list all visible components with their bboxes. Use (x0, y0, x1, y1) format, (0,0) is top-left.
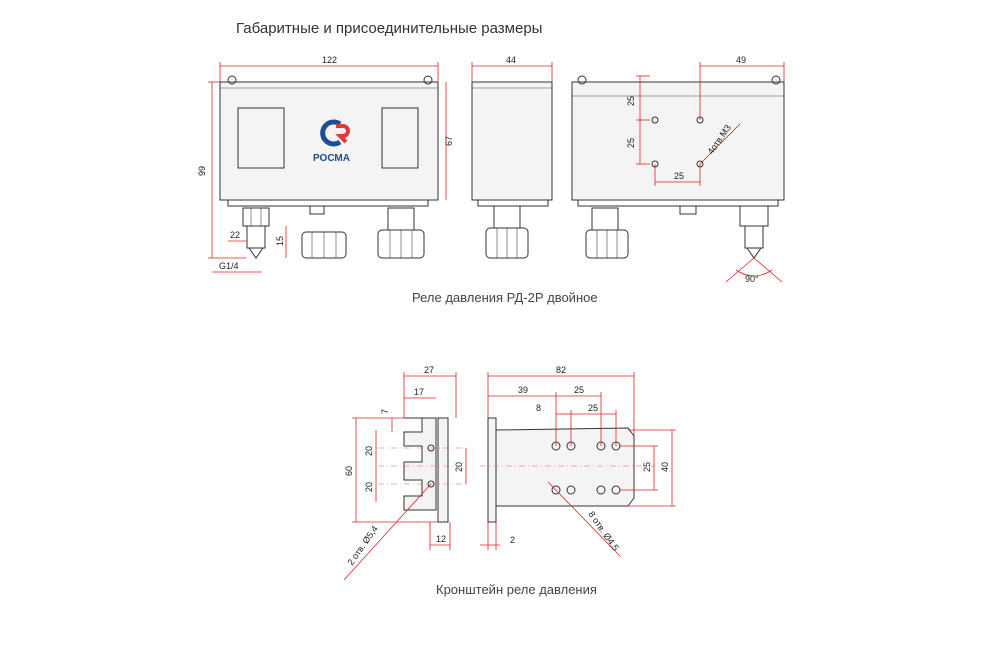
dim-fitting: 15 (275, 236, 285, 246)
dim-v2: 25 (626, 138, 636, 148)
dim-h25: 25 (642, 462, 652, 472)
dim-h1: 25 (674, 171, 684, 181)
dim-s20c: 20 (454, 462, 464, 472)
logo-text: РОСМА (313, 153, 350, 164)
dim-t2: 2 (510, 535, 515, 545)
dim-d25a: 25 (574, 385, 584, 395)
dim-w27: 27 (424, 365, 434, 375)
bracket-caption: Кронштейн реле давления (436, 582, 597, 597)
dim-angle: 90° (745, 274, 759, 284)
dim-v1: 25 (626, 96, 636, 106)
dim-s20b: 20 (364, 482, 374, 492)
rosma-logo: РОСМА (313, 119, 350, 164)
dim-hole-spacing: 49 (736, 55, 746, 65)
dim-w12: 12 (436, 534, 446, 544)
dim-holes-right: 8 отв. Ø4,5 (586, 509, 620, 552)
page-title: Габаритные и присоединительные размеры (236, 20, 543, 37)
relay-side-view: 44 (471, 55, 553, 259)
dim-height-body: 67 (444, 136, 454, 146)
dim-h40: 40 (660, 462, 670, 472)
bracket-left-view: 27 17 7 60 20 20 20 12 2 отв. Ø5,4 (343, 365, 467, 581)
relay-back-view (571, 75, 785, 259)
relay-front-view: РОСМА (219, 75, 439, 259)
dim-height-total: 99 (197, 166, 207, 176)
dim-w17: 17 (414, 387, 424, 397)
dim-d25b: 25 (588, 403, 598, 413)
bracket-right-view: 82 39 25 8 25 25 40 2 8 отв. Ø4,5 (480, 365, 676, 557)
relay-caption: Реле давления РД-2Р двойное (412, 290, 598, 305)
dim-s20a: 20 (364, 446, 374, 456)
dim-nut: 22 (230, 230, 240, 240)
dim-thread: G1/4 (219, 261, 239, 271)
dim-w82: 82 (556, 365, 566, 375)
dim-d8: 8 (536, 403, 541, 413)
dim-d7: 7 (380, 409, 390, 414)
dim-depth: 44 (506, 55, 516, 65)
dim-width: 122 (322, 55, 337, 65)
dim-h60: 60 (344, 466, 354, 476)
dim-d39: 39 (518, 385, 528, 395)
relay-front-dimensions: 122 99 67 22 15 G1/4 (197, 55, 454, 273)
